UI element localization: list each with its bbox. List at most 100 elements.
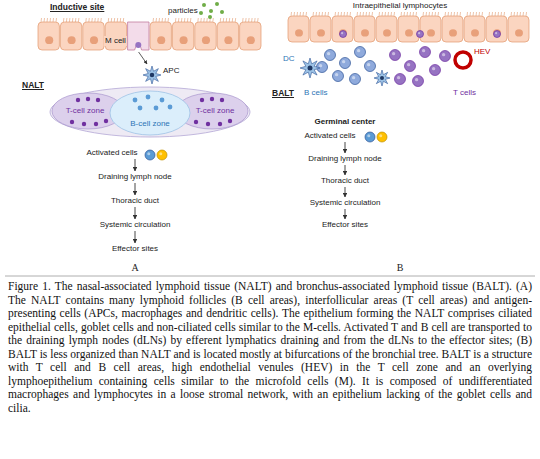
t-cell [94,122,98,126]
t-cell-shine [407,63,410,66]
b-cell [317,62,328,73]
cilium [159,18,161,22]
b-cell [325,50,336,61]
cilium [85,18,87,22]
cilium [316,12,318,16]
step-text: Effector sites [112,244,158,254]
b-cell [154,106,159,111]
t-cell [200,98,204,102]
epithelial-cell [332,16,353,42]
b-cell [350,74,361,85]
cilium [72,18,74,22]
cilium [357,12,359,16]
epithelial-cell [486,16,507,42]
t-cell-shine [415,78,418,81]
cilium [111,18,113,22]
particle [208,15,212,19]
flow-arrow [345,209,346,219]
cilium [520,12,522,16]
activated-b-cell-shine [147,152,150,155]
cilium [410,12,412,16]
particle [202,3,206,7]
figure-label: B cells [304,88,328,98]
cilium [460,12,462,16]
intraepithelial-lymphocyte-shine [418,32,420,34]
figure-label: T-cell zone [66,106,105,116]
cell-nucleus [427,29,435,36]
cilium [251,18,253,22]
step-text: Thoracic duct [111,196,159,206]
cilium [322,12,324,16]
t-cell-shine [432,67,435,70]
cilium [423,12,425,16]
cilium [369,12,371,16]
cilium [114,18,116,22]
flow-arrow [135,183,136,195]
cilium [162,18,164,22]
step-text: Thoracic duct [321,176,369,186]
cilium [206,18,208,22]
cilium [117,18,119,22]
cilium [245,18,247,22]
b-cell [340,58,351,69]
cilium [294,12,296,16]
pocket-lymphocyte [135,42,141,48]
cilium [344,12,346,16]
figure-label: Germinal center [315,117,376,127]
cilium [476,12,478,16]
b-cell [333,71,344,82]
epithelial-cell [420,16,441,42]
hev [455,52,471,68]
step-text: Draining lymph node [98,172,171,182]
flow-arrow [135,159,136,171]
b-cell-shine [327,52,330,55]
dendritic-cell [374,70,390,86]
b-cell [355,47,366,58]
caption-rule [5,276,535,277]
cilium [47,18,49,22]
cilium [435,12,437,16]
intraepithelial-lymphocyte [494,31,501,38]
balt-illustration [288,12,529,142]
cilium [156,18,158,22]
cilium [385,12,387,16]
cilium [526,12,528,16]
cilium [41,18,43,22]
cilium [203,18,205,22]
cell-nucleus [383,29,391,36]
figure-label: Intraepithelial lymphocytes [353,1,447,11]
cilium [168,18,170,22]
cilium [297,12,299,16]
cilium [56,18,58,22]
cilium [123,18,125,22]
b-cell-shine [335,73,338,76]
cell-nucleus [405,29,413,36]
cilium [178,18,180,22]
flow-step: Draining lymph node [306,154,383,164]
cilium [407,12,409,16]
cilium [457,12,459,16]
activated-t-cell [157,150,167,160]
nalt-illustration [38,2,261,160]
epithelial-cell [172,22,193,50]
flow-arrow [345,187,346,197]
cilium [184,18,186,22]
epithelial-cell [310,16,331,42]
b-cell-shine [357,49,360,52]
cilium [69,18,71,22]
t-cell [395,74,406,85]
cilium [187,18,189,22]
apc [143,66,161,84]
cilium [363,12,365,16]
activated-t-cell [377,132,387,142]
t-cell [210,97,214,101]
cell-nucleus [224,36,232,44]
epithelial-cell [398,16,419,42]
figure-label: M cell [104,36,127,46]
b-cell [133,98,138,103]
intraepithelial-lymphocyte [340,31,347,38]
epithelial-cell [288,16,309,42]
cilium [291,12,293,16]
b-cell-shine [352,76,355,79]
cilium [300,12,302,16]
